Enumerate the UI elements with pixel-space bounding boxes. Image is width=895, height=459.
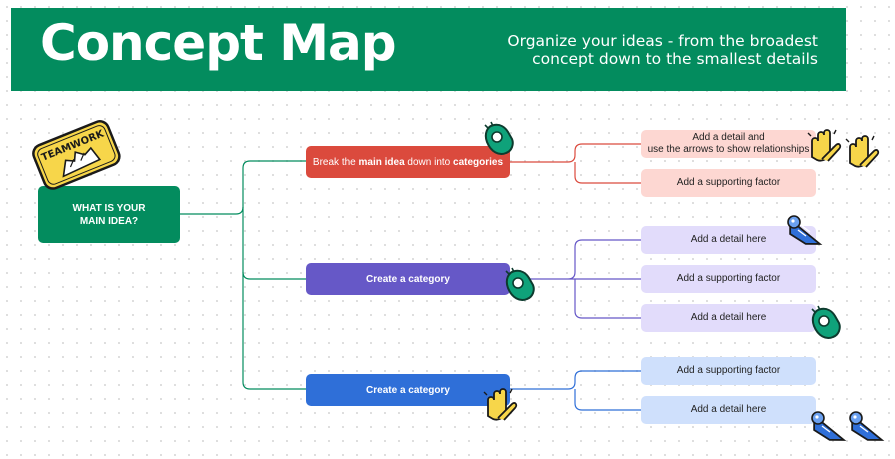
category-2-label: Create a category [366, 273, 450, 285]
clapping-hands-icon[interactable] [806, 127, 842, 165]
detail-node-6[interactable]: Add a supporting factor [641, 357, 816, 385]
detail-node-5[interactable]: Add a detail here [641, 304, 816, 332]
connector-main-to-cat2 [242, 207, 306, 280]
page-subtitle: Organize your ideas - from the broadest … [478, 32, 818, 68]
detail-node-7[interactable]: Add a detail here [641, 396, 816, 424]
subtitle-line-2: concept down to the smallest details [532, 50, 818, 68]
detail-4-label: Add a supporting factor [676, 273, 781, 284]
connector-cat3-details [509, 370, 641, 411]
detail-6-label: Add a supporting factor [676, 365, 781, 376]
category-node-2[interactable]: Create a category [306, 263, 510, 295]
detail-5-label: Add a detail here [690, 312, 767, 323]
detail-node-2[interactable]: Add a supporting factor [641, 169, 816, 197]
category-1-label: Break the main idea down into categories [312, 156, 504, 168]
main-idea-node[interactable]: WHAT IS YOUR MAIN IDEA? [38, 186, 180, 243]
category-3-label: Create a category [366, 384, 450, 396]
clapping-hands-icon[interactable] [482, 386, 518, 424]
connector-cat1-details [509, 143, 641, 184]
detail-1-line-2: use the arrows to show relationships [647, 144, 810, 155]
party-popper-icon[interactable] [808, 408, 848, 448]
party-popper-icon[interactable] [846, 408, 886, 448]
connector-main-trunk [180, 160, 306, 215]
connector-cat2-details [509, 239, 641, 319]
waving-hand-icon[interactable] [806, 304, 844, 342]
main-idea-line-2: MAIN IDEA? [79, 215, 139, 227]
detail-node-3[interactable]: Add a detail here [641, 226, 816, 254]
detail-7-label: Add a detail here [690, 404, 767, 415]
clapping-hands-icon[interactable] [844, 133, 880, 171]
category-node-1[interactable]: Break the main idea down into categories [306, 146, 510, 178]
category-node-3[interactable]: Create a category [306, 374, 510, 406]
waving-hand-icon[interactable] [479, 120, 517, 158]
connector-main-to-cat3 [242, 272, 306, 390]
subtitle-line-1: Organize your ideas - from the broadest [507, 32, 818, 50]
teamwork-sticker-icon[interactable]: TEAMWORK [26, 118, 126, 190]
detail-node-1[interactable]: Add a detail and use the arrows to show … [641, 130, 816, 158]
main-idea-line-1: WHAT IS YOUR [72, 202, 146, 214]
detail-3-label: Add a detail here [690, 234, 767, 245]
page-title: Concept Map [40, 14, 397, 72]
party-popper-icon[interactable] [784, 212, 824, 252]
detail-1-line-1: Add a detail and [692, 132, 765, 143]
header-banner: Concept Map Organize your ideas - from t… [11, 8, 846, 91]
detail-node-4[interactable]: Add a supporting factor [641, 265, 816, 293]
detail-2-label: Add a supporting factor [676, 177, 781, 188]
waving-hand-icon[interactable] [500, 266, 538, 304]
